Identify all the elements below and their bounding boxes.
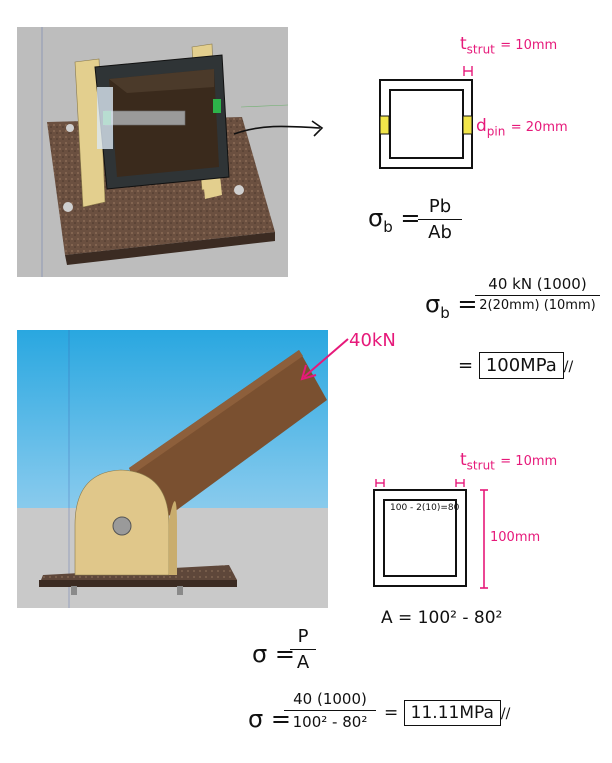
stress-formula: P A — [290, 626, 316, 673]
stress-symbol-2: σ = — [248, 705, 291, 733]
bearing-stress-symbol-2: σb = — [425, 290, 478, 322]
bearing-stress-formula: Pb Ab — [418, 196, 462, 243]
normal-stress-result: = 11.11MPa// — [384, 700, 510, 726]
stress-substitution: 40 (1000) 100² - 80² — [284, 690, 376, 731]
pointer-arrow — [233, 120, 324, 137]
outer-dimension-label: 100mm — [490, 530, 541, 545]
bearing-stress-result: = 100MPa// — [458, 352, 573, 379]
pin-joint-3d-side-view — [17, 330, 328, 608]
t-strut-label-top: tstrut = 10mm — [460, 34, 558, 57]
inner-dimension-label: 100 - 2(10)=80 — [390, 503, 460, 513]
t-strut-label-bottom: tstrut = 10mm — [460, 450, 558, 473]
d-pin-label: dpin = 20mm — [476, 116, 568, 139]
bearing-stress-symbol-1: σb = — [368, 204, 421, 236]
bearing-stress-substitution: 40 kN (1000) 2(20mm) (10mm) — [475, 275, 600, 313]
cross-section-bottom — [373, 479, 488, 589]
force-label: 40kN — [349, 330, 396, 351]
pin-joint-3d-top-view — [41, 27, 288, 277]
bottom-render-image — [17, 330, 328, 608]
stress-symbol-1: σ = — [252, 640, 295, 668]
area-equation: A = 100² - 80² — [381, 608, 503, 628]
force-arrow — [300, 338, 349, 381]
top-render-image — [17, 27, 288, 277]
cross-section-top — [379, 66, 473, 169]
